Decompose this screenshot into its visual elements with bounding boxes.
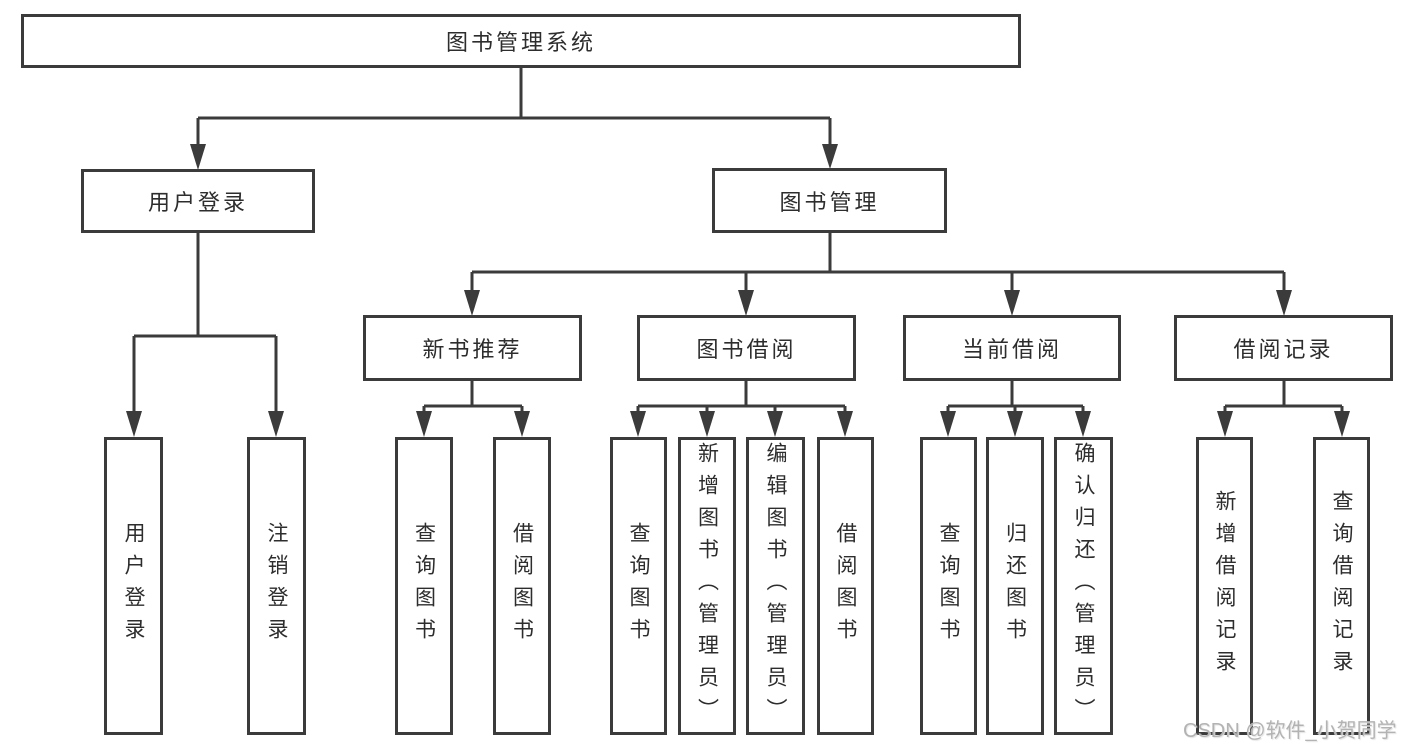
leaf-add-book-admin-label: 新增图书（管理员） — [695, 442, 719, 730]
leaf-query-books-2-label: 查询图书 — [627, 522, 650, 650]
leaf-return-book: 归还图书 — [986, 437, 1044, 735]
node-user-login: 用户登录 — [81, 169, 315, 233]
leaf-query-books-3: 查询图书 — [920, 437, 977, 735]
arrowhead-icons — [126, 144, 1350, 437]
leaf-logout-login-label: 注销登录 — [265, 522, 288, 650]
node-root-label: 图书管理系统 — [445, 30, 596, 55]
leaf-edit-book-admin-label: 编辑图书（管理员） — [764, 442, 787, 730]
node-book-management: 图书管理 — [712, 168, 947, 233]
leaf-borrow-books-2-label: 借阅图书 — [834, 522, 857, 650]
leaf-edit-book-admin: 编辑图书（管理员） — [746, 437, 805, 735]
leaf-add-borrow-record: 新增借阅记录 — [1196, 437, 1253, 735]
node-new-book-recommend-label: 新书推荐 — [422, 337, 523, 362]
node-root: 图书管理系统 — [21, 14, 1021, 68]
node-user-login-label: 用户登录 — [147, 190, 248, 215]
leaf-confirm-return-admin-label: 确认归还（管理员） — [1072, 442, 1095, 730]
node-book-borrow-label: 图书借阅 — [696, 337, 797, 362]
leaf-user-login-label: 用户登录 — [122, 522, 145, 650]
node-current-borrow: 当前借阅 — [903, 315, 1121, 381]
node-borrow-records: 借阅记录 — [1174, 315, 1393, 381]
leaf-confirm-return-admin: 确认归还（管理员） — [1054, 437, 1113, 735]
leaf-query-books-1-label: 查询图书 — [412, 522, 436, 650]
leaf-borrow-books-1: 借阅图书 — [493, 437, 551, 735]
node-book-borrow: 图书借阅 — [637, 315, 856, 381]
leaf-borrow-books-2: 借阅图书 — [817, 437, 874, 735]
node-book-management-label: 图书管理 — [779, 189, 880, 215]
leaf-query-books-3-label: 查询图书 — [937, 522, 960, 650]
leaf-query-borrow-record-label: 查询借阅记录 — [1330, 490, 1353, 682]
leaf-query-borrow-record: 查询借阅记录 — [1313, 437, 1370, 735]
leaf-query-books-1: 查询图书 — [395, 437, 453, 735]
node-current-borrow-label: 当前借阅 — [961, 337, 1062, 362]
node-borrow-records-label: 借阅记录 — [1233, 337, 1334, 362]
leaf-add-book-admin: 新增图书（管理员） — [678, 437, 736, 735]
leaf-borrow-books-1-label: 借阅图书 — [510, 522, 534, 650]
watermark-text: CSDN @软件_小贺同学 — [1183, 720, 1397, 742]
leaf-user-login: 用户登录 — [104, 437, 163, 735]
leaf-return-book-label: 归还图书 — [1003, 522, 1027, 650]
leaf-add-borrow-record-label: 新增借阅记录 — [1213, 490, 1236, 682]
leaf-query-books-2: 查询图书 — [610, 437, 667, 735]
leaf-logout-login: 注销登录 — [247, 437, 306, 735]
node-new-book-recommend: 新书推荐 — [363, 315, 582, 381]
